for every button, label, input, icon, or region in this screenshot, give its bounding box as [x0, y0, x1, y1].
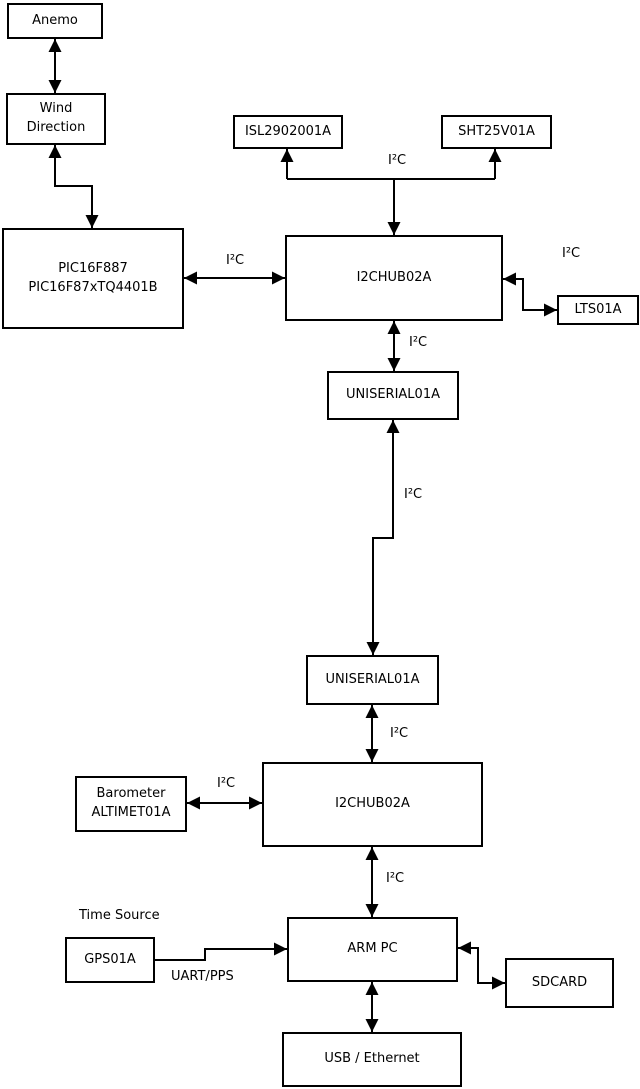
node-pic: PIC16F887 PIC16F87xTQ4401B: [2, 228, 184, 329]
edge-i2chub1-lts: [503, 272, 557, 317]
node-armpc: ARM PC: [287, 917, 458, 982]
node-pic-label-line1: PIC16F887: [58, 260, 128, 276]
node-sht25v01a: SHT25V01A: [441, 115, 552, 149]
node-anemo: Anemo: [7, 3, 103, 39]
time-source-label: Time Source: [79, 908, 160, 923]
node-armpc-label: ARM PC: [347, 941, 398, 957]
i2c-label-uniserial-link: I²C: [404, 487, 423, 502]
node-barometer-label-line2: ALTIMET01A: [91, 805, 171, 820]
node-barometer: Barometer ALTIMET01A: [75, 776, 187, 832]
node-lts01a: LTS01A: [557, 295, 639, 325]
node-wind-direction: Wind Direction: [6, 93, 106, 145]
i2c-label-i2chub1-lts: I²C: [562, 246, 581, 261]
node-usb-ethernet: USB / Ethernet: [282, 1032, 462, 1087]
edge-winddirection-pic: [48, 145, 99, 228]
node-uniserial1-label: UNISERIAL01A: [346, 387, 440, 403]
node-i2chub2: I2CHUB02A: [262, 762, 483, 847]
uart-pps-label: UART/PPS: [171, 969, 234, 984]
node-isl2902001a-label: ISL2902001A: [244, 123, 332, 139]
edge-armpc-sdcard: [458, 941, 505, 990]
node-wind-direction-label-line2: Direction: [26, 120, 86, 135]
node-pic-label-line2: PIC16F87xTQ4401B: [28, 279, 158, 295]
node-gps01a-label: GPS01A: [84, 951, 136, 967]
i2c-label-i2chub2-armpc: I²C: [386, 871, 405, 886]
i2c-label-sensor-bus: I²C: [388, 153, 407, 168]
node-wind-direction-label-line1: Wind: [39, 101, 73, 117]
node-i2chub2-label: I2CHUB02A: [335, 796, 410, 812]
node-lts01a-label: LTS01A: [574, 301, 622, 317]
node-uniserial2-label: UNISERIAL01A: [325, 671, 420, 687]
i2c-label-i2chub1-uniserial1: I²C: [409, 335, 428, 350]
node-uniserial2: UNISERIAL01A: [306, 655, 439, 705]
node-gps01a: GPS01A: [65, 937, 155, 983]
node-uniserial1: UNISERIAL01A: [327, 371, 459, 420]
node-sdcard: SDCARD: [505, 958, 614, 1008]
node-isl2902001a: ISL2902001A: [233, 115, 343, 149]
i2c-label-barometer-i2chub2: I²C: [217, 776, 236, 791]
node-sht25v01a-label: SHT25V01A: [458, 123, 535, 139]
edge-uniserial1-uniserial2: [366, 420, 400, 655]
node-i2chub1: I2CHUB02A: [285, 235, 503, 321]
node-usb-ethernet-label: USB / Ethernet: [324, 1051, 420, 1067]
edge-gps-armpc: [155, 942, 287, 961]
node-anemo-label: Anemo: [32, 12, 78, 28]
node-i2chub1-label: I2CHUB02A: [356, 269, 432, 285]
node-sdcard-label: SDCARD: [531, 974, 588, 990]
node-barometer-label-line1: Barometer: [96, 786, 166, 802]
i2c-label-uniserial2-i2chub2: I²C: [390, 726, 409, 741]
i2c-label-pic-i2chub1: I²C: [226, 253, 245, 268]
